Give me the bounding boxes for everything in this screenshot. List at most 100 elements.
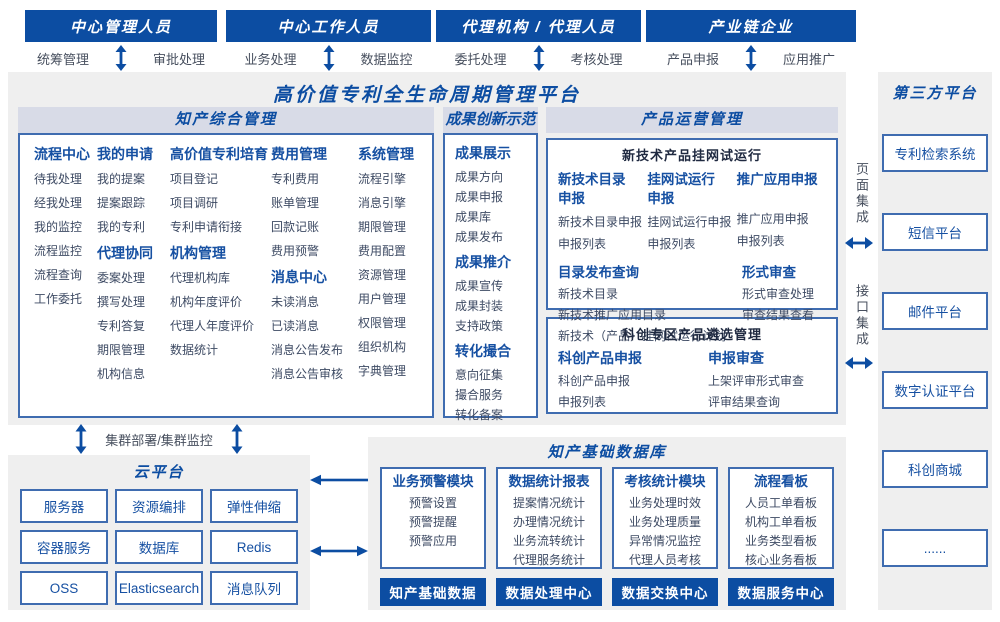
group-item: 经我处理	[34, 196, 83, 210]
group-item: 申报列表	[558, 395, 607, 409]
dw-module-header: 数据统计报表	[508, 474, 590, 489]
dw-module-item: 预警应用	[408, 534, 457, 548]
group-header: 形式审查	[742, 265, 796, 280]
group-header: 流程中心	[34, 146, 90, 162]
third-party-box: 科创商城	[882, 450, 988, 488]
column: 费用管理 专利费用 账单管理 回款记账 费用预警 消息中心 未读消息 已读消息 …	[271, 143, 357, 416]
third-party-box: ......	[882, 529, 988, 567]
vertical-double-arrow-icon	[75, 424, 87, 454]
section-header: 产品运营管理	[546, 107, 838, 133]
group-item: 成果库	[455, 210, 492, 224]
role-label: 产品申报	[666, 51, 719, 67]
group-header: 代理协同	[97, 245, 153, 261]
group-item: 已读消息	[271, 319, 320, 333]
group-header: 机构管理	[170, 245, 226, 261]
cloud-box: 消息队列	[210, 571, 298, 605]
role-label: 审批处理	[153, 51, 206, 67]
column: 推广应用申报 推广应用申报 申报列表	[737, 170, 826, 255]
group-item: 申报列表	[736, 234, 785, 248]
group-item: 回款记账	[271, 220, 320, 234]
dw-footer-box: 数据服务中心	[728, 578, 834, 606]
directory-items: 新技术目录 新技术推广应用目录 新技术（产品）挂网试运行计划	[558, 284, 742, 347]
column: 科创产品申报 科创产品申报 申报列表	[558, 347, 708, 413]
third-party-box: 数字认证平台	[882, 371, 988, 409]
third-party-box: 专利检索系统	[882, 134, 988, 172]
group-header: 我的申请	[97, 146, 153, 162]
group-item: 流程监控	[34, 244, 83, 258]
group-header: 新技术目录申报	[558, 172, 626, 206]
group-item: 费用预警	[271, 244, 320, 258]
column: 高价值专利培育 项目登记 项目调研 专利申请衔接 机构管理 代理机构库 机构年度…	[170, 143, 270, 416]
role-label: 统筹管理	[36, 51, 89, 67]
horizontal-double-arrow-icon	[310, 545, 368, 557]
role-label: 委托处理	[454, 51, 507, 67]
group-item: 科创产品申报	[558, 374, 631, 388]
group-header: 挂网试运行申报	[647, 172, 715, 206]
section-header: 成果创新示范	[443, 107, 538, 133]
group-item: 挂网试运行申报	[647, 215, 732, 229]
group-item: 审查结果查看	[742, 308, 815, 322]
group-item: 消息引擎	[358, 196, 407, 210]
dw-footer-box: 数据处理中心	[496, 578, 602, 606]
group-item: 形式审查处理	[742, 287, 815, 301]
group-item: 提案跟踪	[97, 196, 146, 210]
section-achievement: 成果创新示范 成果展示 成果方向 成果申报 成果库 成果发布 成果推介 成果宣传…	[443, 107, 538, 422]
third-party-panel: 第三方平台 专利检索系统 短信平台 邮件平台 数字认证平台 科创商城 .....…	[878, 72, 992, 610]
user-group-title: 中心管理人员	[69, 18, 172, 36]
dw-module: 流程看板 人员工单看板 机构工单看板 业务类型看板 核心业务看板	[728, 467, 834, 569]
dw-module-item: 业务流转统计	[512, 534, 585, 548]
dw-module-item: 预警设置	[408, 496, 457, 510]
third-party-title: 第三方平台	[892, 85, 978, 102]
user-group-box: 中心管理人员	[25, 10, 217, 42]
dw-module-item: 办理情况统计	[512, 515, 585, 529]
group-item: 专利申请衔接	[170, 220, 243, 234]
box-title: 科创专区产品遴选管理	[621, 327, 762, 342]
group-item: 流程引擎	[358, 172, 407, 186]
dw-module-item: 业务处理时效	[628, 496, 701, 510]
group-item: 代理机构库	[170, 271, 231, 285]
dw-module-item: 机构工单看板	[744, 515, 817, 529]
dw-column: 数据统计报表 提案情况统计 办理情况统计 业务流转统计 代理服务统计 数据处理中…	[496, 467, 602, 606]
group-header: 成果展示	[455, 145, 511, 161]
group-item: 新技术目录	[558, 287, 619, 301]
dw-module-header: 流程看板	[754, 474, 808, 489]
group-item: 字典管理	[358, 364, 407, 378]
selection-box: 科创专区产品遴选管理 科创产品申报 科创产品申报 申报列表 申报审查 上架评审形…	[546, 317, 838, 414]
dw-module-item: 业务类型看板	[744, 534, 817, 548]
group-item: 待我处理	[34, 172, 83, 186]
group-header: 科创产品申报	[558, 350, 642, 366]
group-item: 成果封装	[455, 299, 504, 313]
vertical-double-arrow-icon	[231, 424, 243, 454]
group-header: 消息中心	[271, 269, 327, 285]
group-item: 流程查询	[34, 268, 83, 282]
group-item: 工作委托	[34, 292, 83, 306]
cluster-row: 集群部署/集群监控	[8, 424, 310, 454]
dw-module-header: 考核统计模块	[624, 474, 706, 489]
section-ip: 知产综合管理 流程中心 待我处理 经我处理 我的监控 流程监控 流程查询 工作委…	[18, 107, 434, 418]
group-item: 委案处理	[97, 271, 146, 285]
cluster-label: 集群部署/集群监控	[105, 432, 213, 448]
group-item: 用户管理	[358, 292, 407, 306]
group-item: 上架评审形式审查	[708, 374, 805, 388]
dw-module-item: 代理人员考核	[628, 553, 701, 567]
group-item: 成果方向	[455, 170, 504, 184]
data-warehouse-title: 知产基础数据库	[547, 444, 667, 461]
section-body: 流程中心 待我处理 经我处理 我的监控 流程监控 流程查询 工作委托 我的申请 …	[18, 133, 434, 418]
user-group-box: 代理机构 / 代理人员	[436, 10, 641, 42]
group-item: 专利费用	[271, 172, 320, 186]
column: 新技术目录申报 新技术目录申报 申报列表	[558, 170, 647, 255]
trial-box: 新技术产品挂网试运行 新技术目录申报 新技术目录申报 申报列表 挂网试运行申报 …	[546, 138, 838, 343]
group-header: 系统管理	[358, 146, 414, 162]
group-item: 新技术推广应用目录	[558, 308, 667, 322]
platform-title: 高价值专利全生命周期管理平台	[272, 85, 581, 106]
group-item: 成果申报	[455, 190, 504, 204]
group-item: 资源管理	[358, 268, 407, 282]
group-item: 转化备案	[455, 408, 504, 422]
box-title: 新技术产品挂网试运行	[621, 148, 762, 163]
dw-column: 流程看板 人员工单看板 机构工单看板 业务类型看板 核心业务看板 数据服务中心	[728, 467, 834, 606]
cloud-box: OSS	[20, 571, 108, 605]
group-item: 数据统计	[170, 343, 219, 357]
platform-panel: 高价值专利全生命周期管理平台 知产综合管理 流程中心 待我处理 经我处理 我的监…	[8, 72, 846, 425]
third-party-box: 邮件平台	[882, 292, 988, 330]
